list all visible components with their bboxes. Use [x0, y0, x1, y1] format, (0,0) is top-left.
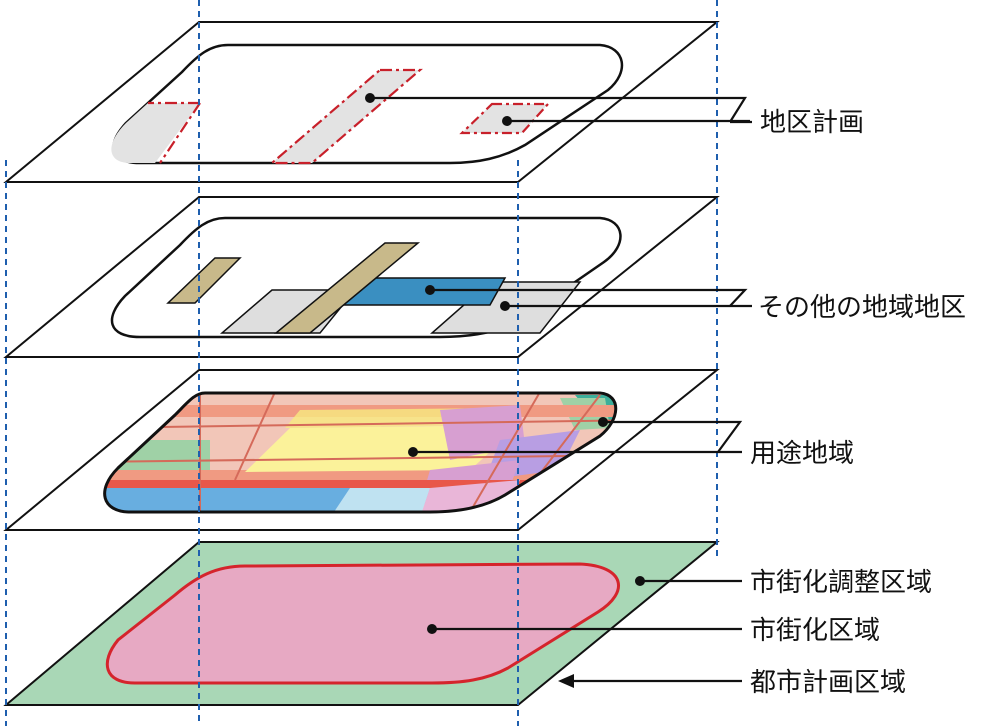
vertical-guide-lines [5, 0, 718, 726]
label-use-districts: 用途地域 [750, 439, 854, 469]
label-urbanization-control-area: 市街化調整区域 [750, 568, 932, 598]
district-plan-area-left-border [148, 101, 201, 164]
other-district-tan-diagonal [273, 242, 421, 334]
urbanization-area-shape [105, 562, 620, 685]
layer-use-districts [3, 369, 720, 531]
other-district-tan-small [166, 257, 242, 304]
layer-other-districts [3, 196, 720, 358]
layer-city-planning-area [3, 541, 720, 706]
arrow-head-city-planning-area [558, 674, 574, 688]
label-other-districts: その他の地域地区 [758, 293, 966, 323]
leader-lines [365, 93, 752, 688]
label-city-planning-area: 都市計画区域 [750, 668, 906, 698]
label-district-plan: 地区計画 [760, 108, 864, 138]
district-plan-area-diagonal [269, 68, 423, 165]
use-districts-outline [103, 391, 618, 514]
label-urbanization-area: 市街化区域 [750, 616, 880, 646]
use-districts-patchwork [104, 393, 616, 512]
district-plan-area-left [111, 103, 200, 163]
layer-district-plan [3, 21, 720, 183]
labels: 地区計画 その他の地域地区 用途地域 市街化調整区域 市街化区域 都市計画区域 [750, 108, 966, 698]
